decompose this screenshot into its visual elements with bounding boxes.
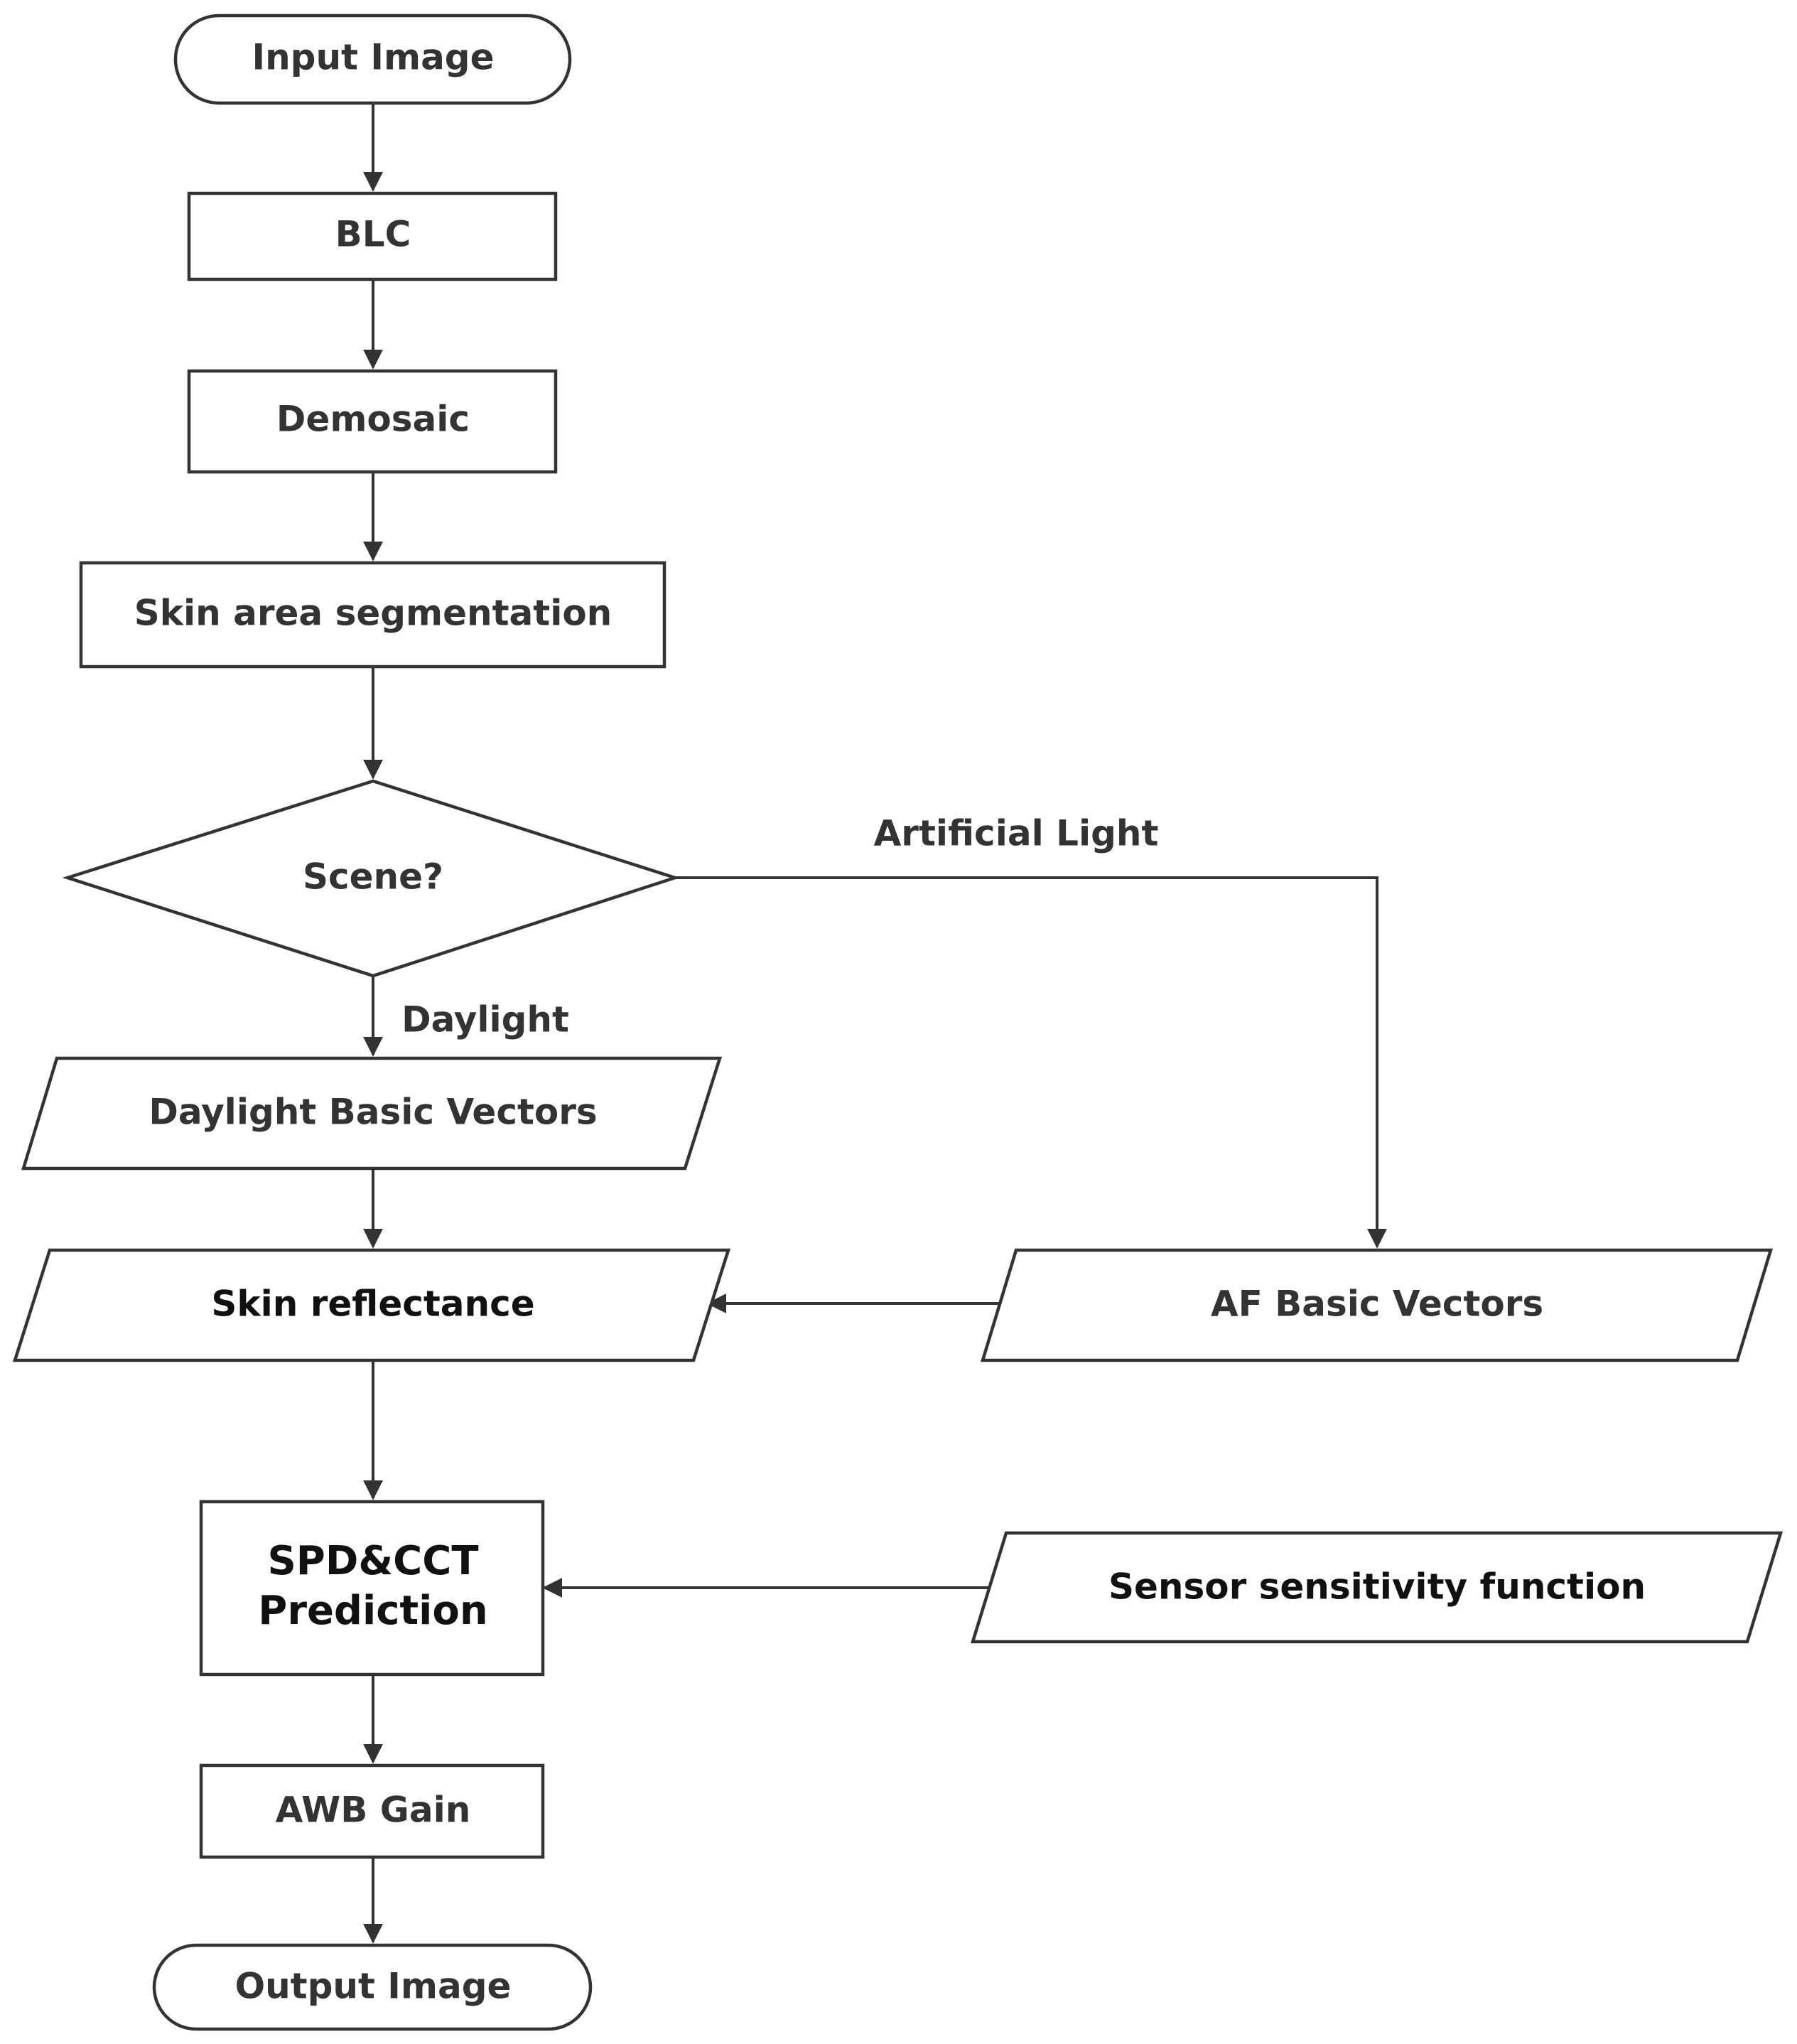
output-image-label: Output Image — [235, 1966, 512, 2007]
arrow-scene-to-af-vectors — [675, 876, 1387, 1249]
sensor-sensitivity-function-label: Sensor sensitivity function — [1108, 1566, 1646, 1608]
af-basic-vectors-node: AF Basic Vectors — [980, 1248, 1774, 1362]
spd-cct-prediction-label-line2: Prediction — [258, 1588, 487, 1634]
scene-decision-label: Scene? — [303, 856, 443, 898]
awb-gain-label: AWB Gain — [276, 1790, 471, 1831]
output-image-shape — [152, 1943, 593, 2031]
input-image-shape — [173, 14, 572, 105]
blc-label: BLC — [335, 214, 411, 255]
skin-reflectance-label: Skin reflectance — [211, 1284, 534, 1325]
spd-cct-prediction-node: SPD&CCT Prediction — [199, 1500, 545, 1677]
skin-area-segmentation-shape — [79, 561, 667, 669]
demosaic-shape — [187, 369, 558, 474]
af-basic-vectors-label: AF Basic Vectors — [1211, 1284, 1543, 1325]
skin-area-segmentation-label: Skin area segmentation — [134, 593, 613, 634]
scene-decision-shape — [62, 779, 681, 978]
daylight-basic-vectors-label: Daylight Basic Vectors — [149, 1092, 597, 1133]
scene-decision-node: Scene? — [62, 779, 681, 978]
output-image-node: Output Image — [152, 1943, 593, 2031]
input-image-label: Input Image — [252, 37, 494, 78]
daylight-basic-vectors-node: Daylight Basic Vectors — [21, 1056, 723, 1171]
sensor-sensitivity-function-shape — [970, 1531, 1783, 1644]
awb-gain-shape — [199, 1763, 545, 1859]
connectors — [363, 104, 1387, 1944]
sensor-sensitivity-function-node: Sensor sensitivity function — [970, 1531, 1783, 1644]
skin-area-segmentation-node: Skin area segmentation — [79, 561, 667, 669]
artificial-light-label: Artificial Light — [874, 813, 1159, 854]
skin-reflectance-node: Skin reflectance — [12, 1248, 731, 1362]
af-basic-vectors-shape — [980, 1248, 1774, 1362]
blc-shape — [187, 191, 558, 281]
awb-gain-node: AWB Gain — [199, 1763, 545, 1859]
daylight-label: Daylight — [401, 999, 569, 1040]
spd-cct-prediction-shape — [199, 1500, 545, 1677]
blc-node: BLC — [187, 191, 558, 281]
daylight-basic-vectors-shape — [21, 1056, 723, 1171]
input-image-node: Input Image — [173, 14, 572, 105]
demosaic-node: Demosaic — [187, 369, 558, 474]
skin-reflectance-shape — [12, 1248, 731, 1362]
demosaic-label: Demosaic — [276, 399, 470, 440]
spd-cct-prediction-label-line1: SPD&CCT — [267, 1538, 478, 1584]
